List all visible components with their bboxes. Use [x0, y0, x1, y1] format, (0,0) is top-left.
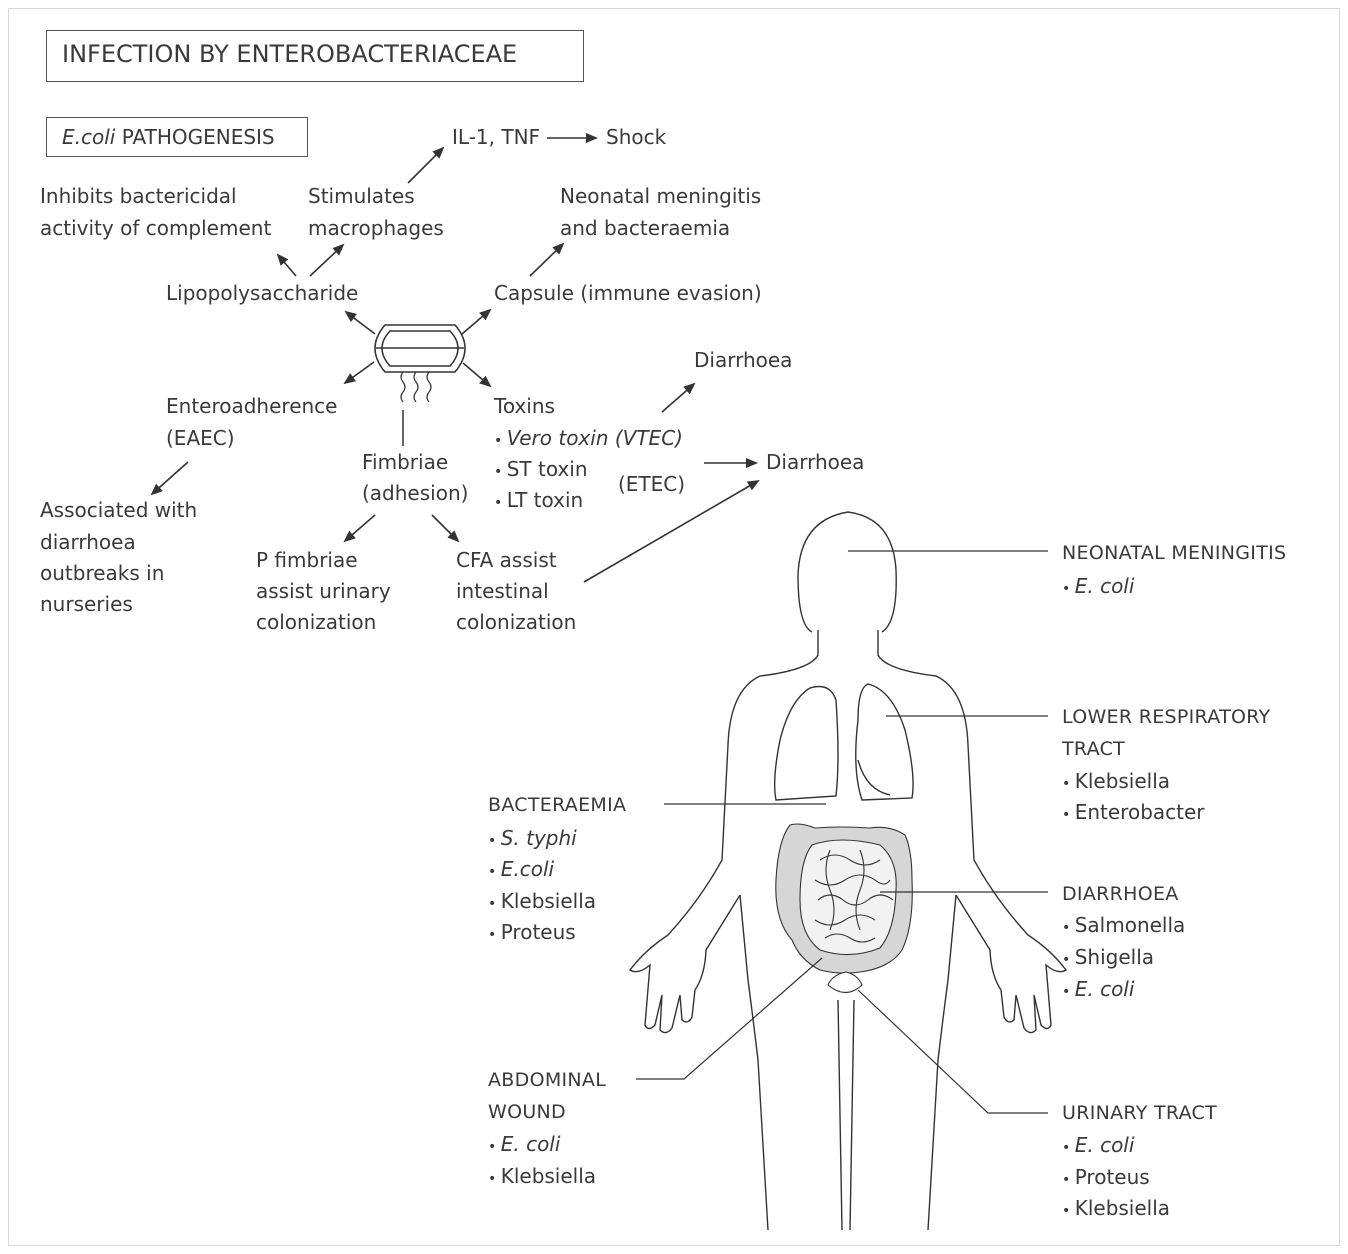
site-neonatal-meningitis-item: E. coli	[1062, 570, 1134, 605]
il1-tnf-label: IL-1, TNF	[452, 121, 540, 153]
inhibits-label-line2: activity of complement	[40, 212, 271, 244]
arrow-capsule-to-neonatal	[530, 244, 563, 276]
fimbriae-label-line1: Fimbriae	[362, 446, 448, 478]
inhibits-label-line1: Inhibits bactericidal	[40, 180, 237, 212]
toxin-item-lt: LT toxin	[494, 484, 583, 519]
diarrhoea-vero-label: Diarrhoea	[694, 344, 792, 376]
arrow-bacterium-to-enteroadherence	[345, 362, 374, 383]
p-fimbriae-line3: colonization	[256, 606, 376, 638]
site-abdominal-item: E. coli	[488, 1128, 560, 1163]
site-diarrhoea-item: E. coli	[1062, 973, 1134, 1008]
stimulates-label-line2: macrophages	[308, 212, 444, 244]
associated-line1: Associated with	[40, 494, 197, 526]
capsule-label: Capsule (immune evasion)	[494, 277, 762, 309]
bacterium-icon	[375, 325, 465, 446]
associated-line3: outbreaks in	[40, 557, 164, 589]
site-abdominal-title-line1: ABDOMINAL	[488, 1064, 606, 1096]
etec-label: (ETEC)	[618, 468, 685, 500]
toxins-label: Toxins	[494, 390, 555, 422]
p-fimbriae-line2: assist urinary	[256, 575, 391, 607]
arrow-bacterium-to-toxins	[463, 363, 490, 386]
arrow-bacterium-to-lps	[346, 312, 375, 334]
leader-abdominal	[636, 958, 822, 1079]
site-lower-resp-title-line1: LOWER RESPIRATORY	[1062, 701, 1270, 733]
arrow-lps-to-inhibits	[278, 255, 296, 276]
site-bacteraemia-item: Proteus	[488, 916, 576, 951]
site-diarrhoea-item: Shigella	[1062, 941, 1154, 976]
site-urinary-item: E. coli	[1062, 1129, 1134, 1164]
site-urinary-item: Klebsiella	[1062, 1192, 1170, 1227]
arrow-vero-to-diarrhoea	[662, 384, 694, 412]
site-bacteraemia-item: Klebsiella	[488, 885, 596, 920]
diarrhoea-etec-label: Diarrhoea	[766, 446, 864, 478]
site-lower-resp-item: Enterobacter	[1062, 796, 1205, 831]
neonatal-label-line1: Neonatal meningitis	[560, 180, 761, 212]
site-lower-resp-item: Klebsiella	[1062, 765, 1170, 800]
site-bacteraemia-item: S. typhi	[488, 822, 577, 857]
fimbriae-label-line2: (adhesion)	[362, 477, 468, 509]
site-diarrhoea-item: Salmonella	[1062, 909, 1185, 944]
pathogenesis-heading: E.coli PATHOGENESIS	[62, 121, 275, 153]
stimulates-label-line1: Stimulates	[308, 180, 415, 212]
site-abdominal-item: Klebsiella	[488, 1160, 596, 1195]
site-lower-resp-title-line2: TRACT	[1062, 733, 1125, 765]
site-abdominal-title-line2: WOUND	[488, 1096, 566, 1128]
arrow-lps-to-stimulates	[310, 245, 343, 276]
site-bacteraemia-item: E.coli	[488, 853, 554, 888]
toxin-item-vero: Vero toxin (VTEC)	[494, 422, 683, 457]
enteroadherence-line1: Enteroadherence	[166, 390, 337, 422]
site-bacteraemia-title: BACTERAEMIA	[488, 789, 626, 821]
site-urinary-title: URINARY TRACT	[1062, 1097, 1217, 1129]
neonatal-label-line2: and bacteraemia	[560, 212, 730, 244]
arrow-eaec-to-associated	[152, 462, 188, 494]
arrow-fimbriae-to-cfa	[432, 515, 458, 541]
arrow-stimulates-to-il1	[408, 148, 443, 183]
site-neonatal-meningitis-title: NEONATAL MENINGITIS	[1062, 537, 1286, 569]
page-title: INFECTION BY ENTEROBACTERIACEAE	[62, 38, 517, 70]
intestines-icon	[776, 824, 912, 993]
cfa-line1: CFA assist	[456, 544, 557, 576]
p-fimbriae-line1: P fimbriae	[256, 544, 358, 576]
cfa-line3: colonization	[456, 606, 576, 638]
site-urinary-item: Proteus	[1062, 1161, 1150, 1196]
site-diarrhoea-title: DIARRHOEA	[1062, 878, 1179, 910]
lipopolysaccharide-label: Lipopolysaccharide	[166, 277, 358, 309]
associated-line2: diarrhoea	[40, 526, 136, 558]
shock-label: Shock	[606, 121, 666, 153]
toxin-item-st: ST toxin	[494, 453, 588, 488]
cfa-line2: intestinal	[456, 575, 549, 607]
associated-line4: nurseries	[40, 588, 133, 620]
arrow-bacterium-to-capsule	[462, 310, 490, 334]
arrow-fimbriae-to-p	[345, 515, 375, 541]
enteroadherence-line2: (EAEC)	[166, 422, 235, 454]
